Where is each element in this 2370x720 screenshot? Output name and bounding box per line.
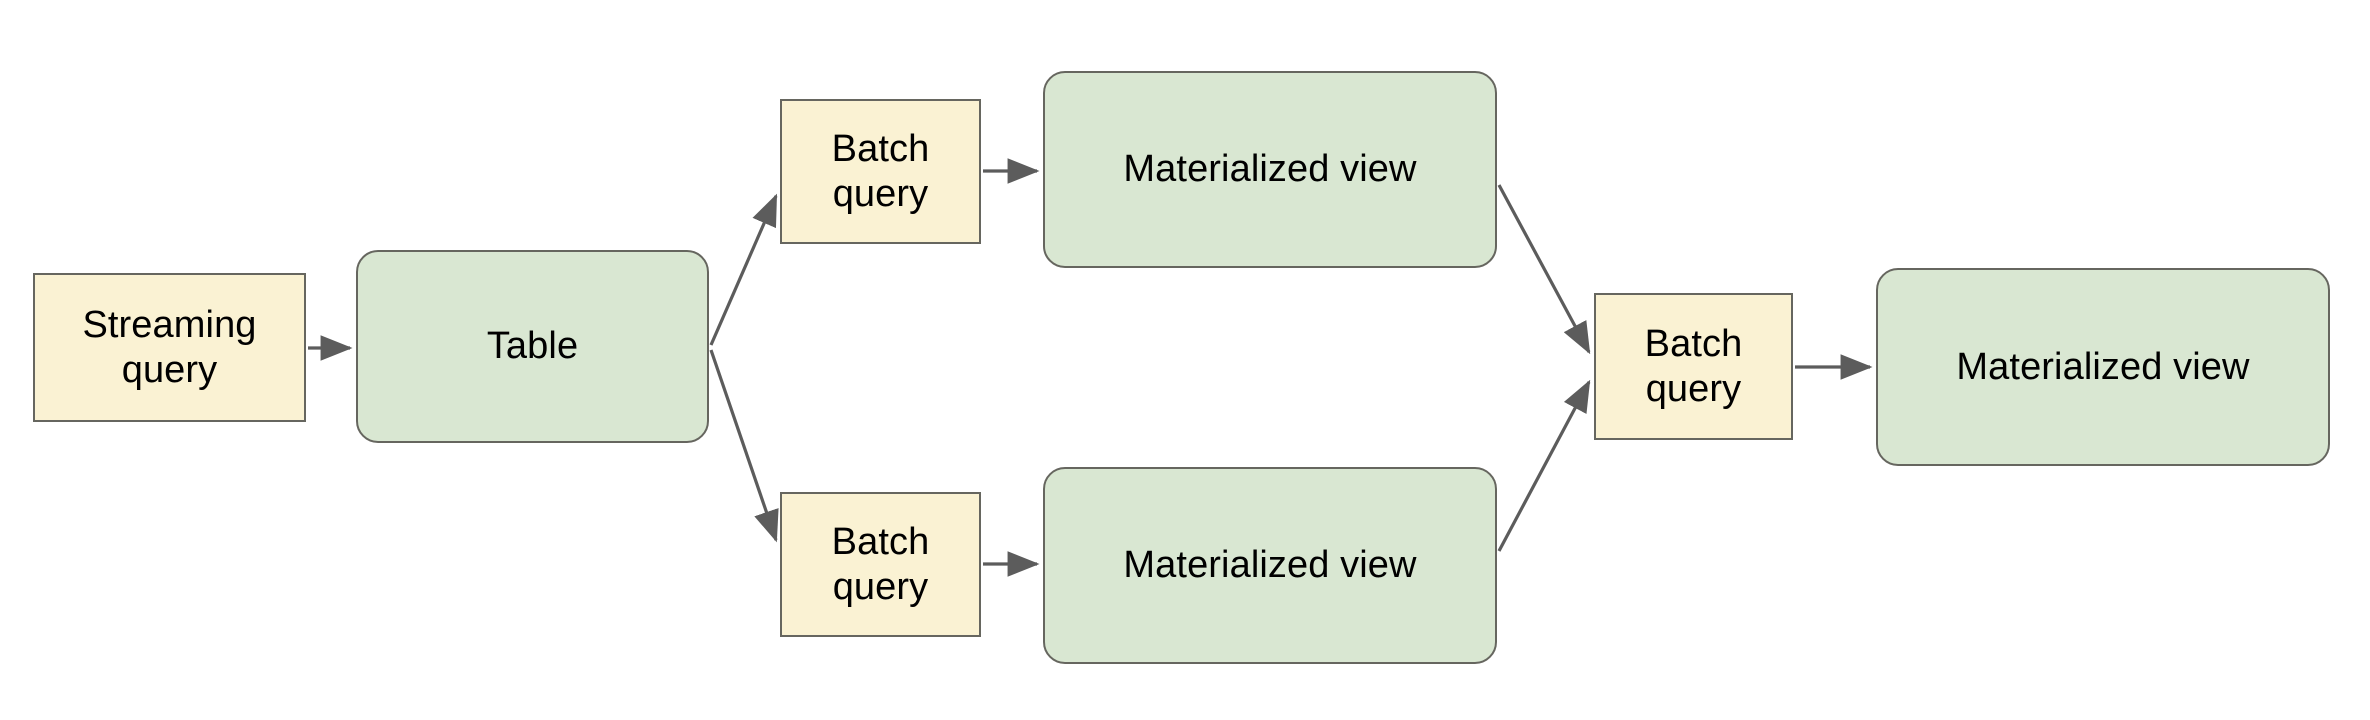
- node-batch-query-bottom-label: Batch query: [831, 520, 930, 608]
- node-materialized-view-top[interactable]: Materialized view: [1043, 71, 1497, 268]
- edge-materialized-view-bottom-to-batch-query-right: [1497, 379, 1591, 552]
- node-materialized-view-right[interactable]: Materialized view: [1876, 268, 2330, 466]
- node-streaming-query-label: Streaming query: [82, 303, 257, 391]
- node-materialized-view-top-label: Materialized view: [1123, 148, 1417, 191]
- node-batch-query-right-label: Batch query: [1644, 322, 1743, 410]
- node-table-label: Table: [486, 325, 579, 368]
- edge-materialized-view-top-to-batch-query-right: [1497, 184, 1591, 355]
- node-materialized-view-right-label: Materialized view: [1956, 345, 2250, 388]
- node-materialized-view-bottom-label: Materialized view: [1123, 544, 1417, 587]
- node-materialized-view-bottom[interactable]: Materialized view: [1043, 467, 1497, 664]
- edge-table-to-batch-query-top: [709, 193, 778, 346]
- node-batch-query-bottom[interactable]: Batch query: [780, 492, 981, 637]
- node-batch-query-top[interactable]: Batch query: [780, 99, 981, 244]
- edge-table-to-batch-query-bottom: [709, 349, 779, 543]
- node-streaming-query[interactable]: Streaming query: [33, 273, 306, 422]
- node-batch-query-right[interactable]: Batch query: [1594, 293, 1793, 440]
- node-batch-query-top-label: Batch query: [831, 127, 930, 215]
- node-table[interactable]: Table: [356, 250, 709, 443]
